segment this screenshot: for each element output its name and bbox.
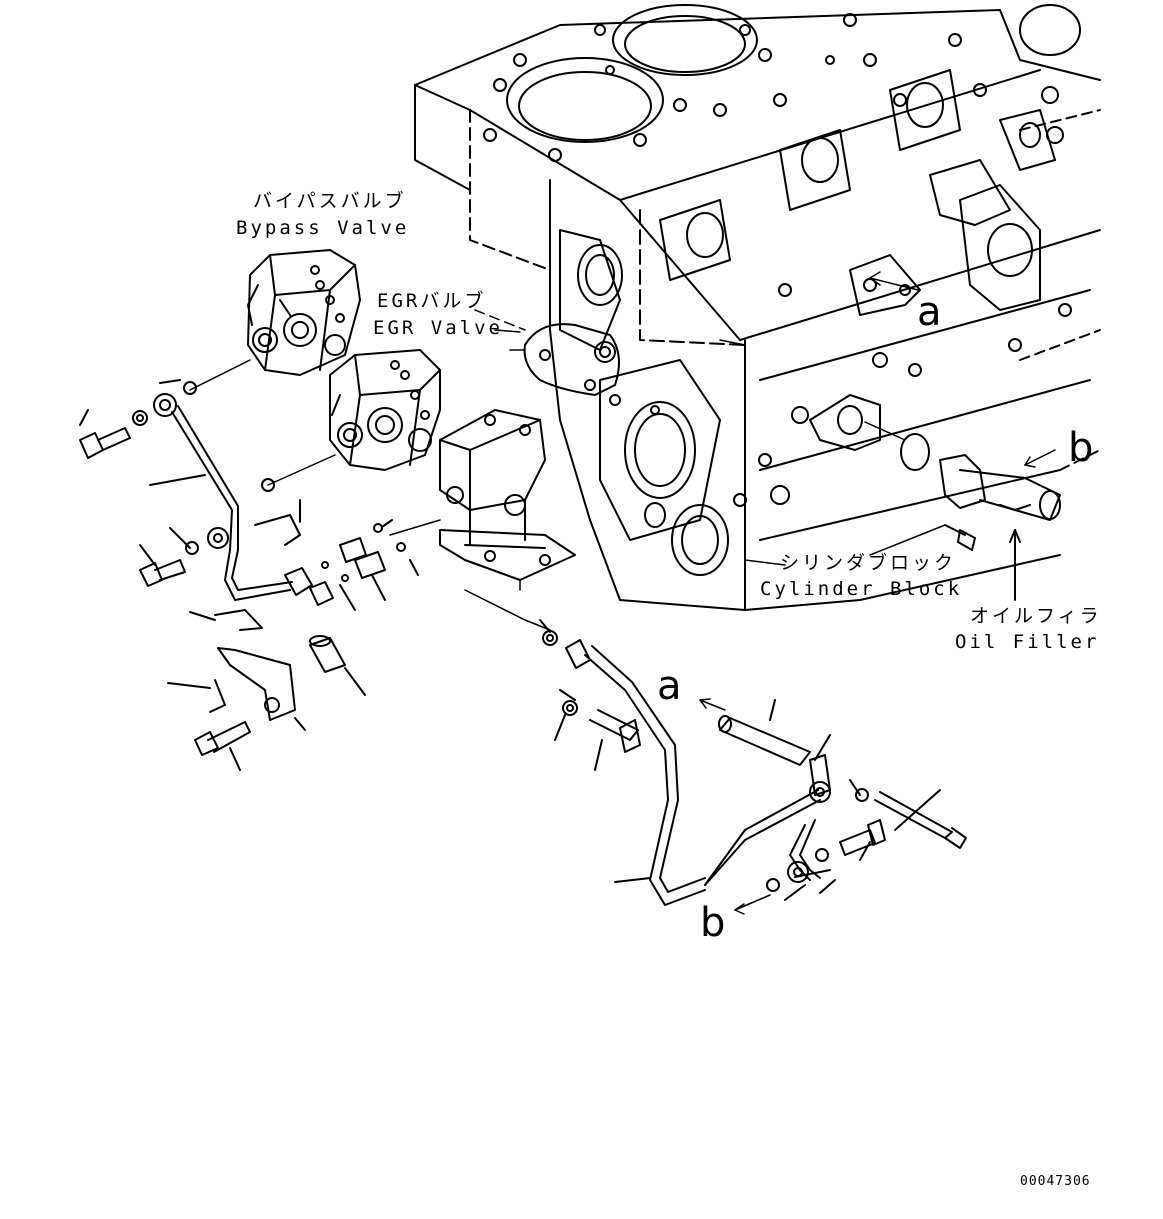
left-pipe-assembly: [79, 379, 419, 771]
marker-b-filler: b: [1068, 425, 1094, 471]
oil-filler-label-en: Oil Filler: [955, 631, 1100, 653]
cylinder-block-drawing: [414, 4, 1101, 611]
oil-filler-label-jp: オイルフィラ: [970, 605, 1102, 627]
marker-a-block: a: [917, 289, 942, 335]
egr-mount-drawing: [439, 409, 576, 581]
right-pipe-assembly: [539, 619, 967, 906]
document-id: 00047306: [1020, 1174, 1091, 1189]
bypass-valve-label-en: Bypass Valve: [236, 217, 410, 239]
marker-a-pipe: a: [657, 663, 682, 709]
egr-valve-label-jp: EGRバルブ: [377, 290, 487, 312]
egr-valve-drawing: [329, 349, 441, 471]
marker-b-pipe: b: [700, 900, 726, 946]
bypass-valve-drawing: [247, 249, 361, 376]
cylinder-block-label-jp: シリンダブロック: [780, 552, 957, 574]
egr-valve-label-en: EGR Valve: [373, 317, 503, 339]
cylinder-block-label-en: Cylinder Block: [760, 578, 963, 600]
bypass-valve-label-jp: バイパスバルブ: [253, 190, 407, 212]
oil-filler-drawing: [900, 433, 1061, 601]
assembly-lines: [189, 271, 1056, 915]
